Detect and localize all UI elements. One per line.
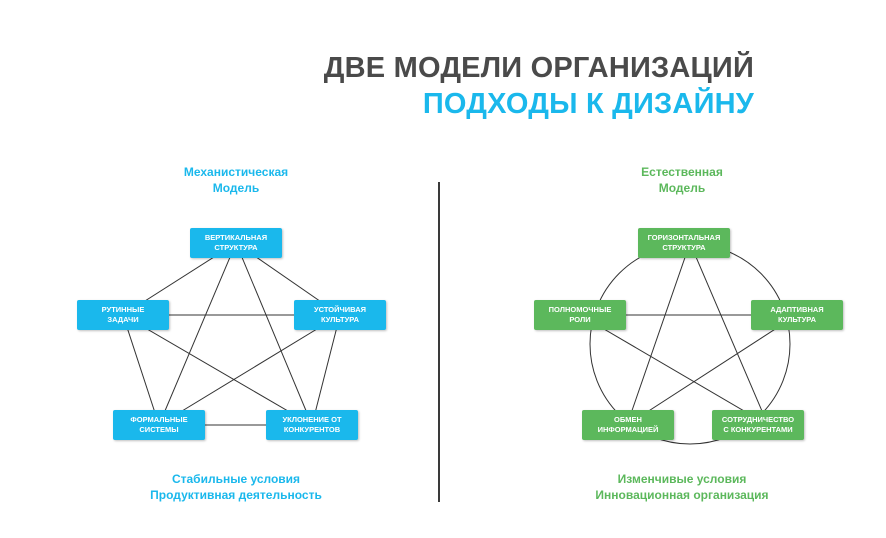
node-competitor-avoidance: УКЛОНЕНИЕ ОТ КОНКУРЕНТОВ [266, 410, 358, 440]
node-label-line-2: РОЛИ [569, 315, 591, 324]
model-name-line-1: Механистическая [183, 165, 289, 179]
node-label-line-2: ЗАДАЧИ [107, 315, 139, 324]
org-diagonal [579, 314, 769, 426]
node-label-line-1: АДАПТИВНАЯ [770, 305, 824, 314]
node-label-line-1: СОТРУДНИЧЕСТВО [721, 415, 795, 424]
mech-diagonal [158, 242, 237, 426]
model-name-line-1: Естественная [641, 165, 723, 179]
node-label-line-1: ГОРИЗОНТАЛЬНАЯ [647, 233, 721, 242]
model-name-line-2: Модель [658, 181, 706, 195]
node-label-line-2: КОНКУРЕНТОВ [283, 425, 341, 434]
conditions-line-1: Стабильные условия [171, 472, 301, 486]
mechanistic-conditions: Стабильные условия Продуктивная деятельн… [86, 471, 386, 503]
organic-conditions: Изменчивые условия Инновационная организ… [532, 471, 832, 503]
title-line-2: ПОДХОДЫ К ДИЗАЙНУ [422, 88, 754, 120]
mech-edge [122, 314, 160, 426]
mechanistic-lines [122, 242, 341, 426]
node-label-line-2: КУЛЬТУРА [320, 315, 360, 324]
org-diagonal [626, 242, 691, 426]
node-label-line-1: УКЛОНЕНИЕ ОТ [282, 415, 342, 424]
node-formal-systems: ФОРМАЛЬНЫЕ СИСТЕМЫ [113, 410, 205, 440]
mech-diagonal [235, 242, 313, 426]
node-label-line-1: ОБМЕН [614, 415, 642, 424]
node-label-line-2: ИНФОРМАЦИЕЙ [597, 425, 659, 434]
conditions-line-1: Изменчивые условия [617, 472, 747, 486]
node-stable-culture: УСТОЙЧИВАЯ КУЛЬТУРА [294, 300, 386, 330]
org-diagonal [626, 314, 798, 426]
node-label-line-1: РУТИННЫЕ [101, 305, 145, 314]
mech-edge [311, 314, 341, 426]
node-label-line-1: ПОЛНОМОЧНЫЕ [548, 305, 612, 314]
conditions-line-2: Инновационная организация [595, 488, 769, 502]
conditions-line-2: Продуктивная деятельность [150, 488, 322, 502]
node-empowered-roles: ПОЛНОМОЧНЫЕ РОЛИ [534, 300, 626, 330]
title-line-1: ДВЕ МОДЕЛИ ОРГАНИЗАЦИЙ [323, 52, 754, 84]
node-competitor-cooperation: СОТРУДНИЧЕСТВО С КОНКУРЕНТАМИ [712, 410, 804, 440]
center-divider [438, 182, 440, 502]
mech-diagonal [122, 314, 313, 426]
mechanistic-model-name: Механистическая Модель [86, 164, 386, 196]
node-label-line-2: С КОНКУРЕНТАМИ [723, 425, 793, 434]
org-diagonal [689, 242, 769, 426]
node-label-line-1: УСТОЙЧИВАЯ [313, 305, 367, 314]
organic-model-name: Естественная Модель [532, 164, 832, 196]
node-information-exchange: ОБМЕН ИНФОРМАЦИЕЙ [582, 410, 674, 440]
node-vertical-structure: ВЕРТИКАЛЬНАЯ СТРУКТУРА [190, 228, 282, 258]
node-label-line-1: ВЕРТИКАЛЬНАЯ [204, 233, 268, 242]
node-label-line-2: КУЛЬТУРА [777, 315, 817, 324]
node-label-line-2: СИСТЕМЫ [139, 425, 179, 434]
node-adaptive-culture: АДАПТИВНАЯ КУЛЬТУРА [751, 300, 843, 330]
node-label-line-1: ФОРМАЛЬНЫЕ [130, 415, 188, 424]
mech-diagonal [158, 314, 341, 426]
node-label-line-2: СТРУКТУРА [214, 243, 258, 252]
model-name-line-2: Модель [212, 181, 260, 195]
node-label-line-2: СТРУКТУРА [662, 243, 706, 252]
node-routine-tasks: РУТИННЫЕ ЗАДАЧИ [77, 300, 169, 330]
node-horizontal-structure: ГОРИЗОНТАЛЬНАЯ СТРУКТУРА [638, 228, 730, 258]
